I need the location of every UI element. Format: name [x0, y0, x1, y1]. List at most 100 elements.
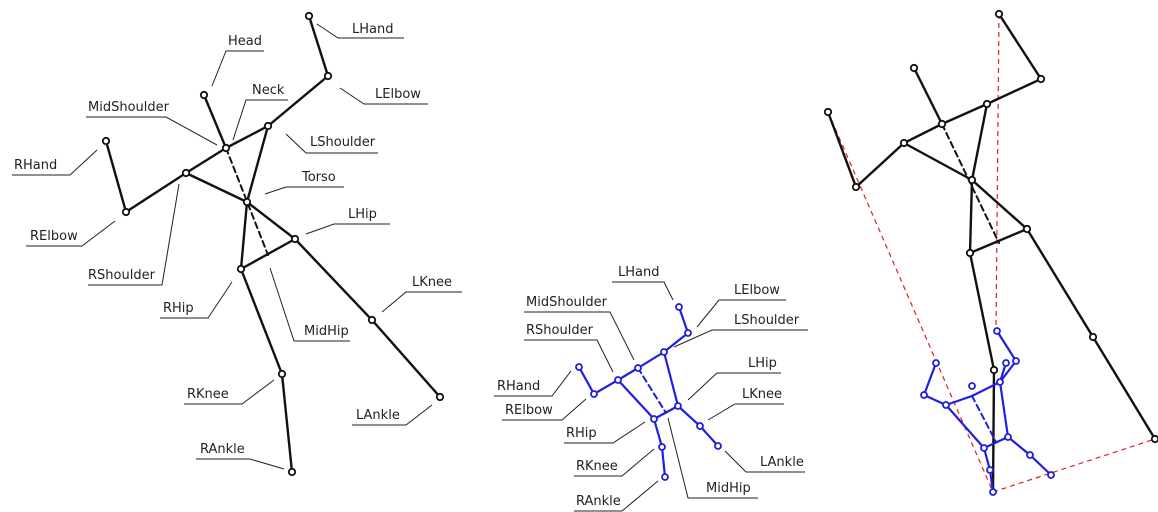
- left-torso-lhip: [245, 200, 297, 241]
- joint-midshoulder: [221, 143, 231, 153]
- mid-leader-lshoulder: [673, 329, 808, 348]
- label-midhip: MidHip: [304, 324, 349, 339]
- mid-arm-r: [577, 365, 640, 396]
- mid-joint-lhip: [674, 402, 682, 410]
- mid-leader-lknee: [707, 403, 784, 421]
- right-black-leg-r: [968, 251, 996, 494]
- mid-leader-rhand: [494, 370, 572, 397]
- mid-joint-rknee: [658, 443, 666, 451]
- leader-lhand: [316, 23, 404, 39]
- middle-labels: LHand LElbow MidShoulder LShoulder RShou…: [497, 265, 804, 509]
- mid-label-lankle: LAnkle: [760, 455, 804, 470]
- middle-skeleton: LHand LElbow MidShoulder LShoulder RShou…: [494, 265, 808, 512]
- right-black-joint-relbow: [851, 182, 861, 192]
- mid-label-midhip: MidHip: [706, 481, 751, 496]
- label-rhip: RHip: [163, 301, 194, 316]
- right-blue-joint-rknee: [986, 466, 994, 474]
- left-joints: [101, 11, 445, 477]
- leader-torso: [264, 186, 344, 195]
- mid-label-rshoulder: RShoulder: [526, 323, 594, 338]
- right-black-arm-r: [826, 110, 944, 190]
- joint-rknee: [277, 369, 287, 379]
- leader-lelbow: [339, 87, 428, 105]
- right-blue-joint-rhip: [980, 444, 988, 452]
- mid-joint-relbow: [590, 390, 598, 398]
- mid-label-relbow: RElbow: [505, 403, 553, 418]
- joint-lankle: [435, 392, 445, 402]
- mid-leader-rshoulder: [524, 339, 614, 373]
- right-black-joint-lhand: [994, 9, 1004, 19]
- right-blue-arm-l: [970, 329, 1018, 398]
- joint-rankle: [287, 467, 297, 477]
- red-guide-left-arm: [827, 111, 994, 493]
- leader-head: [211, 50, 264, 87]
- leader-rknee: [184, 379, 275, 405]
- leader-midhip: [269, 267, 350, 342]
- leader-lhip: [305, 223, 390, 235]
- mid-joint-rshoulder: [614, 376, 622, 384]
- right-black-shoulder-torso-r: [902, 141, 974, 182]
- mid-label-lknee: LKnee: [742, 387, 782, 402]
- mid-label-rhip: RHip: [566, 426, 597, 441]
- mid-leader-lankle: [724, 450, 805, 473]
- joint-torso: [242, 197, 252, 207]
- right-blue-joint-rhand: [932, 359, 940, 367]
- label-rknee: RKnee: [187, 387, 229, 402]
- right-black-torso-rhip: [968, 178, 974, 255]
- right-blue-shoulder-hip-r: [944, 403, 986, 450]
- mid-label-rankle: RAnkle: [576, 494, 621, 509]
- joint-rhand: [101, 136, 111, 146]
- right-black-joint-midshoulder: [937, 119, 947, 129]
- joint-lshoulder: [263, 121, 273, 131]
- middle-leaders: [494, 281, 808, 512]
- mid-label-lshoulder: LShoulder: [734, 313, 800, 328]
- joint-head: [199, 90, 209, 100]
- right-blue-joint-lknee: [1026, 451, 1034, 459]
- mid-leader-lhip: [687, 372, 781, 401]
- right-blue-shoulder-hip-l: [998, 380, 1010, 439]
- right-black-joint-rhip: [965, 248, 975, 258]
- mid-joint-lknee: [696, 422, 704, 430]
- mid-leader-midhip: [667, 417, 758, 499]
- leader-lshoulder: [285, 133, 378, 154]
- label-relbow: RElbow: [30, 229, 78, 244]
- left-skeleton: Head Neck MidShoulder LHand LElbow LShou…: [12, 11, 462, 477]
- mid-leader-lelbow: [696, 299, 786, 328]
- left-arm-r: [104, 139, 228, 214]
- right-black-shoulder-torso-l: [970, 102, 989, 182]
- right-red-guides: [827, 13, 1156, 493]
- right-black-joint-rhand: [823, 107, 833, 117]
- left-shoulder-torso-r: [184, 171, 249, 204]
- middle-joints: [575, 303, 722, 481]
- leader-relbow: [26, 220, 116, 247]
- left-midline-dashed: [225, 147, 269, 256]
- mid-leader-midshoulder: [524, 311, 635, 361]
- mid-joint-lshoulder: [660, 348, 668, 356]
- right-black-joint-lankle: [1150, 434, 1158, 444]
- mid-shoulder-hip-l: [662, 350, 680, 408]
- leader-midshoulder: [86, 116, 218, 146]
- left-torso-rhip: [239, 200, 249, 271]
- mid-joint-lankle: [714, 442, 722, 450]
- label-lhip: LHip: [348, 207, 377, 222]
- label-rankle: RAnkle: [200, 442, 245, 457]
- mid-label-lhip: LHip: [748, 356, 777, 371]
- mid-leader-lhand: [612, 281, 674, 301]
- label-torso: Torso: [301, 170, 336, 185]
- right-black-joint-lknee: [1088, 332, 1098, 342]
- left-arm-l: [224, 14, 330, 150]
- right-blue-joint-relbow: [920, 391, 928, 399]
- joint-rhip: [236, 264, 246, 274]
- right-blue-midline: [971, 395, 997, 443]
- left-shoulder-torso-l: [245, 124, 270, 204]
- mid-midline-dashed: [637, 367, 667, 414]
- right-black-arm-l: [940, 12, 1043, 126]
- leader-lankle: [352, 404, 433, 426]
- mid-joint-rhip: [650, 415, 658, 423]
- right-black-torso-lhip: [970, 178, 1029, 231]
- label-neck: Neck: [252, 83, 285, 98]
- right-black-skeleton: [823, 9, 1158, 494]
- mid-label-rhand: RHand: [497, 379, 540, 394]
- label-lshoulder: LShoulder: [310, 135, 376, 150]
- mid-label-lelbow: LElbow: [734, 283, 780, 298]
